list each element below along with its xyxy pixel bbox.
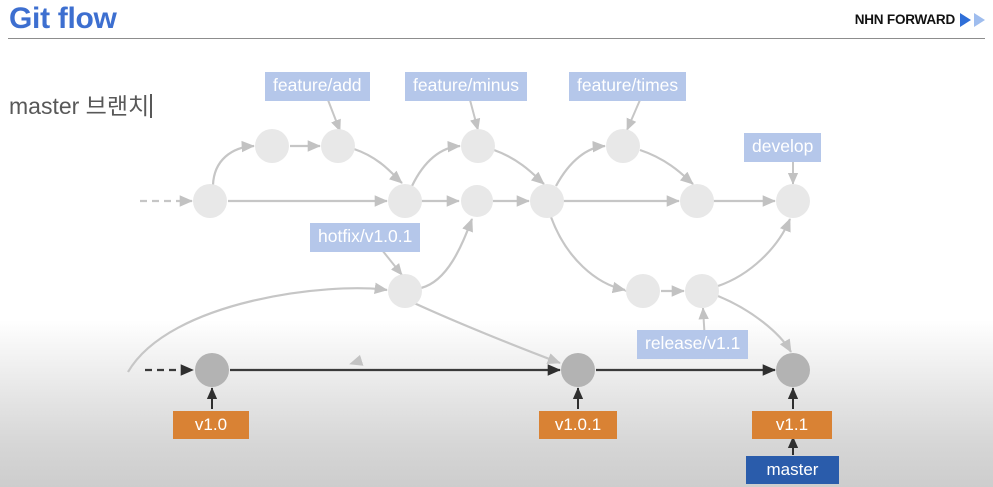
- edge-feature-minus-merge: [493, 148, 545, 185]
- commit-node: [321, 129, 355, 163]
- edge-feature-minus-branch: [411, 140, 461, 187]
- branch-label-feature-minus[interactable]: feature/minus: [405, 72, 528, 101]
- head-badge-master[interactable]: master: [746, 456, 839, 484]
- commit-node: [561, 353, 595, 387]
- develop-nodes: [193, 184, 810, 218]
- triangle-right-icon: [960, 12, 971, 27]
- edge-feature-add-branch: [211, 140, 255, 186]
- tag-connectors: [206, 387, 799, 455]
- commit-node: [193, 184, 227, 218]
- commit-node: [626, 274, 660, 308]
- text-caret-icon: [150, 94, 152, 118]
- edge-hotfix-merge-develop: [420, 218, 474, 290]
- caption-text: master 브랜치: [9, 93, 150, 119]
- branch-label-feature-times[interactable]: feature/times: [569, 72, 687, 101]
- edge-hotfix-from-master: [127, 282, 388, 373]
- connector-hotfix: [381, 249, 403, 276]
- edge-hotfix-placeholder: [349, 354, 364, 366]
- master-branch-caption: master 브랜치: [9, 87, 152, 121]
- master-nodes: [195, 353, 810, 387]
- commit-node: [255, 129, 289, 163]
- commit-node: [680, 184, 714, 218]
- branch-label-feature-add[interactable]: feature/add: [265, 72, 370, 101]
- commit-node: [195, 353, 229, 387]
- header-divider: [8, 38, 985, 39]
- edge-release-branch: [549, 216, 626, 294]
- edge-feature-add-merge: [353, 147, 403, 184]
- commit-node: [388, 184, 422, 218]
- edge-feature-times-branch: [555, 141, 606, 187]
- brand-name: NHN FORWARD: [854, 12, 955, 27]
- connector-feature-add: [327, 99, 341, 132]
- tag-label-v1-1[interactable]: v1.1: [752, 411, 832, 439]
- connector-feature-times: [626, 99, 641, 131]
- branch-label-hotfix[interactable]: hotfix/v1.0.1: [310, 223, 421, 252]
- commit-node: [776, 353, 810, 387]
- tag-label-v1-0[interactable]: v1.0: [173, 411, 249, 439]
- support-nodes: [388, 274, 719, 308]
- tag-label-v1-0-1[interactable]: v1.0.1: [539, 411, 617, 439]
- develop-edges: [127, 140, 792, 373]
- page-title: Git flow: [9, 2, 117, 35]
- commit-node: [461, 129, 495, 163]
- edge-release-merge-develop: [717, 218, 792, 288]
- branch-label-release[interactable]: release/v1.1: [637, 330, 749, 359]
- commit-node: [685, 274, 719, 308]
- commit-node: [776, 184, 810, 218]
- branch-label-develop[interactable]: develop: [744, 133, 822, 162]
- triangle-right-light-icon: [974, 12, 985, 27]
- edge-hotfix-merge-master: [413, 301, 561, 365]
- commit-node: [461, 185, 493, 217]
- commit-node: [606, 129, 640, 163]
- commit-node: [388, 274, 422, 308]
- connector-feature-minus: [469, 99, 481, 131]
- edge-release-merge-master: [717, 294, 792, 353]
- edge-feature-times-merge: [639, 148, 694, 185]
- commit-node: [530, 184, 564, 218]
- brand-logo: NHN FORWARD: [855, 12, 985, 27]
- feature-nodes: [255, 129, 640, 163]
